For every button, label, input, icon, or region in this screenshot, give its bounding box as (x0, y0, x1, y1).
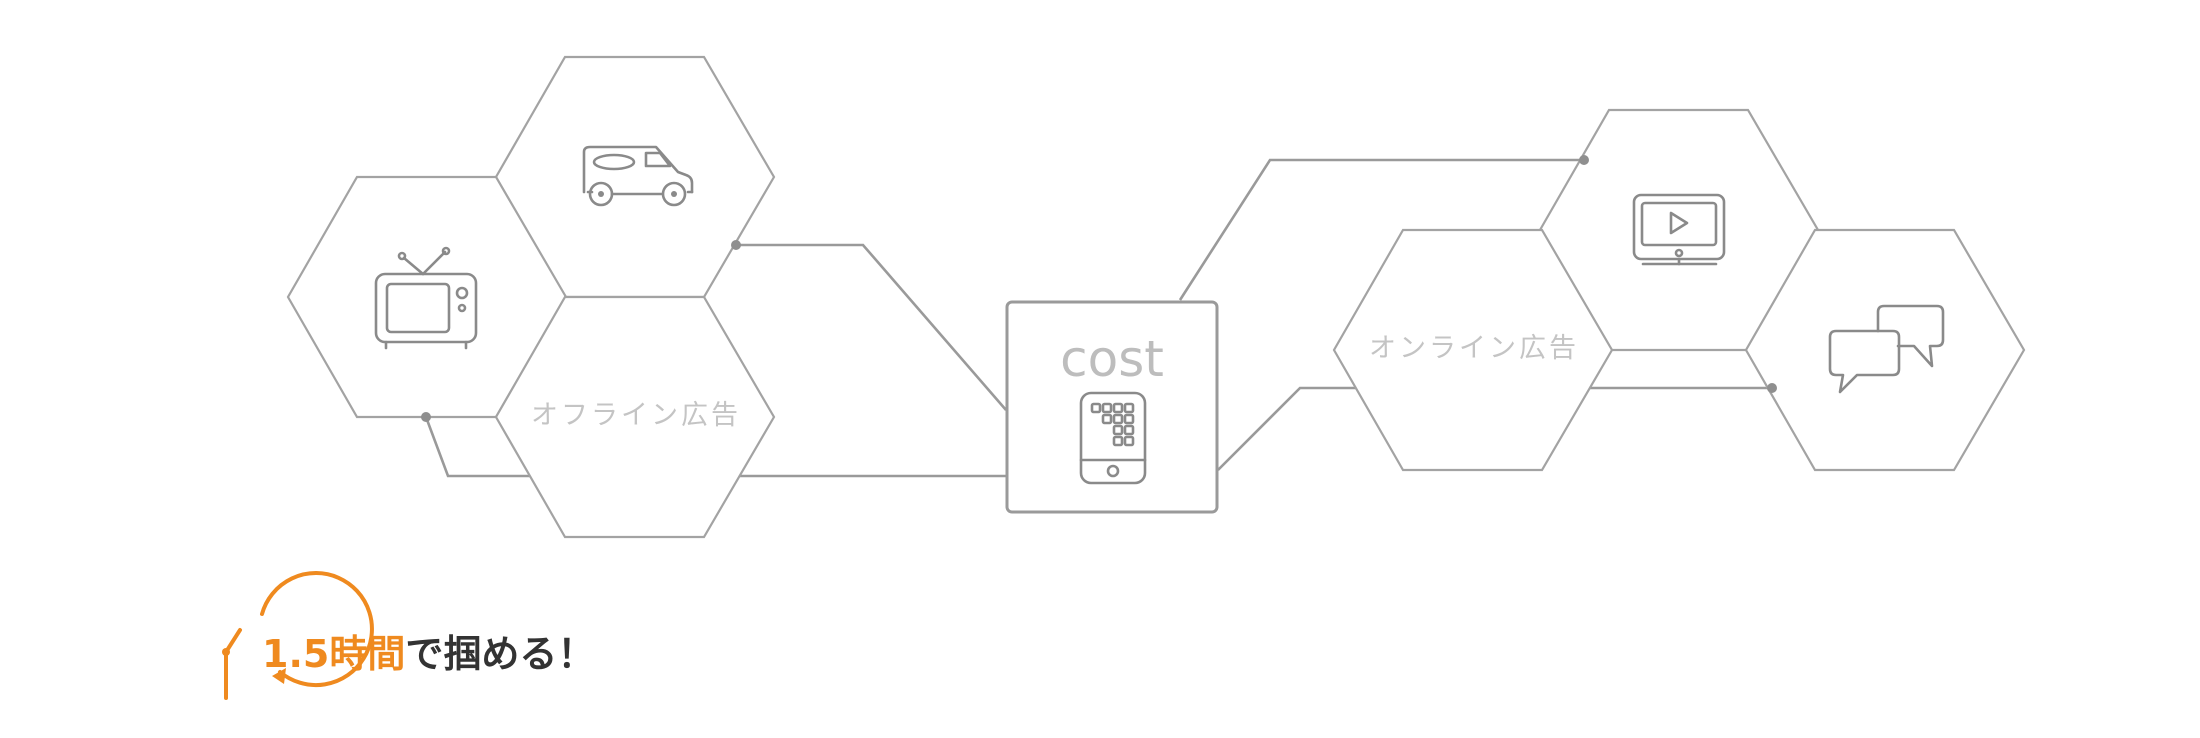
connector-dots (421, 155, 1777, 422)
connector-van-to-cost (736, 243, 1007, 411)
tagline: 1.5時間で掴める！ (222, 571, 595, 700)
tagline-rest: で掴める！ (405, 632, 595, 676)
calculator-phone-icon (1079, 391, 1147, 485)
cost-label: cost (1060, 330, 1164, 388)
hex-chat (1744, 228, 2026, 472)
tv-icon (374, 246, 478, 350)
van-icon (582, 145, 694, 207)
online-label: オンライン広告 (1369, 333, 1579, 364)
cost-node: cost (1005, 300, 1219, 514)
tagline-highlight: 1.5時間 (262, 632, 405, 676)
dot-chat (1767, 383, 1777, 393)
hex-online-label (1332, 228, 1614, 472)
dot-tv (421, 412, 431, 422)
connector-cost-to-video (1178, 158, 1584, 301)
tagline-text: 1.5時間で掴める！ (262, 632, 595, 676)
dot-van (731, 240, 741, 250)
offline-group: オフライン広告 (286, 55, 776, 539)
connector-cost-to-chat (1217, 386, 1772, 471)
chat-bubbles-icon (1828, 304, 1945, 394)
connector-tv-to-cost (424, 416, 1006, 478)
video-monitor-icon (1632, 193, 1726, 266)
hex-offline-label (494, 295, 776, 539)
dot-video (1579, 155, 1589, 165)
connector-lines (424, 158, 1772, 478)
clock-icon (222, 571, 374, 700)
online-group: オンライン広告 (1332, 108, 2026, 472)
offline-label: オフライン広告 (531, 400, 741, 431)
